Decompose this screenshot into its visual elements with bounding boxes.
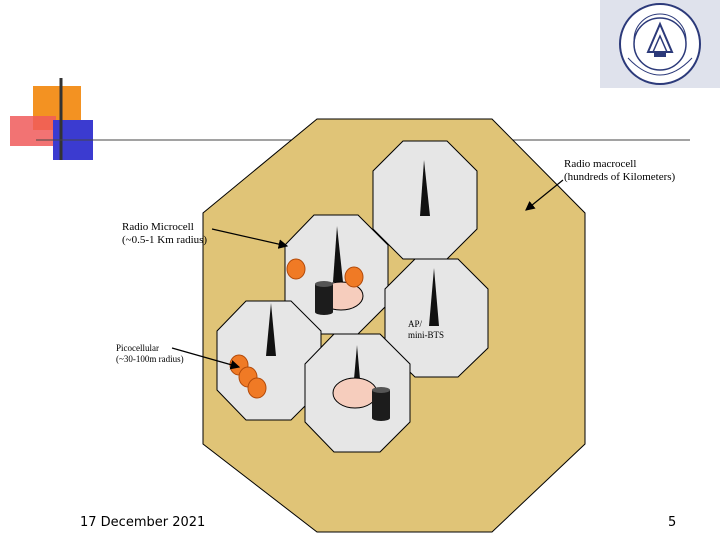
base-station-icon — [315, 281, 333, 315]
label-picocell: Picocellular (~30-100m radius) — [116, 343, 184, 365]
footer-date: 17 December 2021 — [80, 515, 205, 530]
coverage-area — [333, 378, 377, 408]
mobile-device-icon — [287, 259, 305, 279]
mobile-device-icon — [248, 378, 266, 398]
label-ap: AP/ mini-BTS — [408, 319, 444, 341]
mobile-device-icon — [345, 267, 363, 287]
base-station-icon — [372, 387, 390, 421]
page-number: 5 — [668, 515, 676, 530]
label-macrocell: Radio macrocell (hundreds of Kilometers) — [564, 158, 675, 184]
label-microcell: Radio Microcell (~0.5-1 Km radius) — [122, 221, 207, 247]
